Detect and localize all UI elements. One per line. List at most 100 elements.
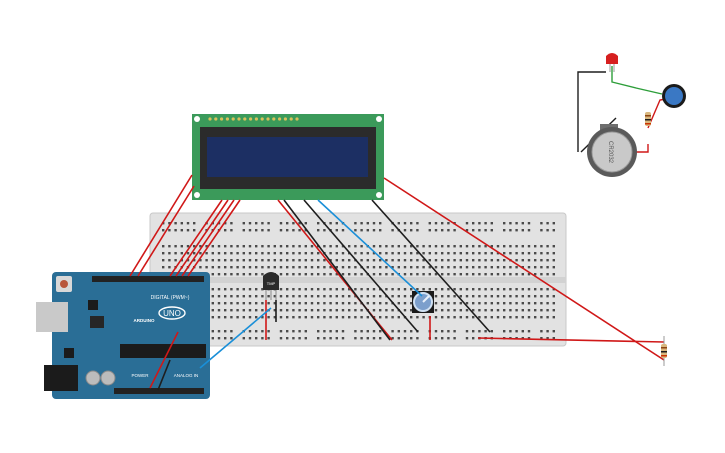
breadboard-hole [465,295,469,298]
breadboard-hole [292,245,295,248]
lcd-module[interactable] [192,114,384,200]
breadboard-hole [552,316,555,319]
wire-black-battery[interactable] [577,71,606,152]
lcd-mount-hole [194,192,200,198]
breadboard-hole [428,222,431,225]
wire-red-power[interactable] [149,331,179,389]
breadboard-hole [224,302,227,305]
lcd-pin[interactable] [225,117,229,121]
lcd-pin[interactable] [208,117,212,121]
wire-blue-sensor-analog[interactable] [199,307,272,369]
breadboard-hole [242,273,245,276]
lcd-pin[interactable] [214,117,218,121]
breadboard-hole [261,222,264,225]
wire-black-ground[interactable] [157,359,171,391]
wire-blue-contrast[interactable] [317,199,423,297]
breadboard-hole [379,330,382,333]
breadboard-hole [521,316,524,319]
breadboard-hole [385,259,388,262]
lcd-pin[interactable] [283,117,287,121]
breadboard-hole [465,266,469,269]
battery-led-circuit[interactable]: CR2032 [577,53,686,177]
breadboard-hole [552,330,555,333]
wire-red-lcd[interactable] [187,199,241,277]
breadboard[interactable] [149,212,567,347]
wire-red-lcd[interactable] [181,199,235,277]
lcd-pin[interactable] [231,117,235,121]
lcd-pin[interactable] [272,117,276,121]
resistor-band [661,347,667,349]
lcd-pin[interactable] [254,117,258,121]
wire-red-backlight[interactable] [383,177,665,361]
breadboard-hole [248,309,252,312]
wire-red-lcd[interactable] [137,185,195,277]
breadboard-hole [472,316,475,319]
lcd-pin[interactable] [266,117,270,121]
resistor-top[interactable] [645,112,651,126]
breadboard-hole [552,309,555,312]
wire-red-battery[interactable] [634,144,649,153]
arduino-uno-board[interactable]: UNO ARDUINO DIGITAL (PWM~) POWER ANALOG … [36,272,210,399]
breadboard-hole [372,302,376,305]
breadboard-hole [261,330,264,333]
wire-black-lcd-ground[interactable] [283,199,391,341]
breadboard-hole [211,316,214,319]
lcd-pin[interactable] [260,117,264,121]
breadboard-hole [242,316,245,319]
breadboard-hole [279,273,283,276]
lcd-pin[interactable] [289,117,293,121]
wire-red-rail[interactable] [477,337,665,343]
coin-cell-battery[interactable]: CR2032 [587,124,637,177]
breadboard-hole [509,229,512,232]
breadboard-hole [298,302,301,305]
breadboard-hole [341,309,345,312]
breadboard-hole [465,309,469,312]
breadboard-hole [298,295,301,298]
breadboard-hole [354,273,357,276]
breadboard-hole [292,316,295,319]
potentiometer-small[interactable] [662,84,686,108]
lcd-pin[interactable] [249,117,253,121]
wire-black-backlight[interactable] [371,199,491,333]
breadboard-hole [329,302,332,305]
resistor-bottom[interactable] [661,336,667,366]
lcd-pin[interactable] [295,117,299,121]
breadboard-hole [503,259,506,262]
breadboard-hole [441,330,444,333]
breadboard-hole [416,252,419,255]
breadboard-hole [509,309,512,312]
breadboard-hole [186,222,190,225]
breadboard-hole [273,295,276,298]
breadboard-hole [465,273,469,276]
breadboard-hole [391,337,394,340]
wire-green-led[interactable] [611,66,663,95]
breadboard-hole [416,229,419,232]
breadboard-hole [354,266,357,269]
breadboard-hole [230,316,233,319]
breadboard-hole [267,266,270,269]
breadboard-hole [441,229,444,232]
breadboard-hole [162,252,165,255]
temperature-sensor[interactable]: TMP [263,272,279,300]
potentiometer[interactable] [412,291,434,313]
lcd-pin[interactable] [220,117,224,121]
breadboard-hole [211,288,214,291]
breadboard-hole [391,309,394,312]
lcd-pin[interactable] [237,117,241,121]
breadboard-hole [354,309,357,312]
lcd-pin[interactable] [243,117,247,121]
potentiometer-small-knob[interactable] [665,87,683,105]
led[interactable] [606,53,618,72]
wire-red-lcd[interactable] [175,199,229,277]
breadboard-hole [279,295,283,298]
breadboard-hole [465,259,469,262]
breadboard-hole [292,288,295,291]
lcd-pin[interactable] [278,117,282,121]
wire-red-lcd[interactable] [129,174,193,277]
breadboard-hole [211,302,214,305]
breadboard-hole [478,302,481,305]
wire-red-lcd[interactable] [169,199,223,277]
breadboard-hole [292,337,295,340]
wire-black-lcd-ground[interactable] [303,199,419,333]
